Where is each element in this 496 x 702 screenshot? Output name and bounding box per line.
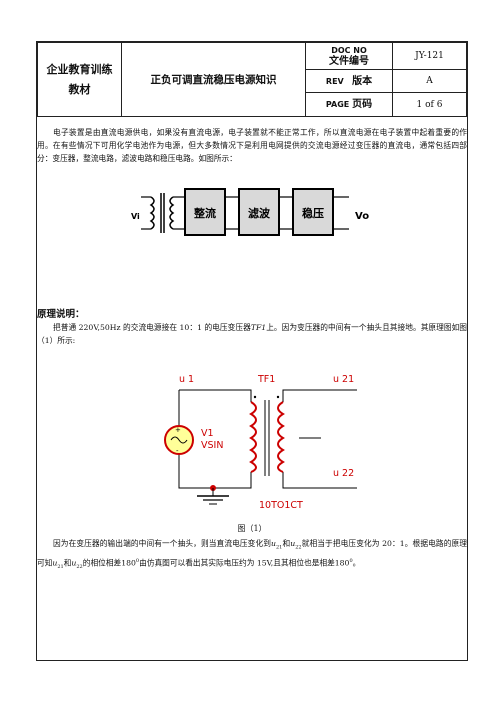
rectifier-block <box>184 188 226 236</box>
conclusion-paragraph: 因为在变压器的输出端的中间有一个抽头，则当直流电压变化到u21和u22就相当于把… <box>37 537 467 574</box>
conjunction-2: 和 <box>63 558 72 568</box>
doc-no-value: JY-121 <box>392 42 467 70</box>
document-page: 企业教育训练 教材 正负可调直流稳压电源知识 DOC NO 文件编号 JY-12… <box>36 41 468 661</box>
principle-tail: 上。因为变压器的中间有一个抽头且其接地。其原理图如图（1）所示: <box>37 323 467 345</box>
v1-label: V1 <box>201 428 214 439</box>
u22-symbol: u <box>290 539 296 548</box>
principle-tf1: TF1 <box>250 323 267 332</box>
conclusion-text-5: 。 <box>352 558 361 568</box>
u22-label: u 22 <box>333 468 354 479</box>
doc-no-label-cn: 文件编号 <box>329 56 369 67</box>
filter-block <box>238 188 280 236</box>
department-cell: 企业教育训练 教材 <box>37 42 122 117</box>
rev-label: REV <box>325 76 344 86</box>
u1-label: u 1 <box>179 374 194 385</box>
vsin-label: VSIN <box>201 440 223 451</box>
u21-symbol-2: u <box>52 558 58 568</box>
rectifier-label: 整流 <box>193 206 216 220</box>
conclusion-text-3: 的相位相差180 <box>82 558 136 568</box>
u21-subscript: 21 <box>276 544 283 551</box>
transformer-circuit-schematic: u 1 TF1 u 21 u 22 V1 VSIN 10TO1CT <box>164 374 357 511</box>
power-supply-block-diagram: Vi 整流 滤波 稳压 Vo <box>131 188 369 236</box>
u21-label: u 21 <box>333 374 354 385</box>
svg-text:+: + <box>175 426 181 434</box>
output-voltage-label: Vo <box>355 211 369 222</box>
document-header-table: 企业教育训练 教材 正负可调直流稳压电源知识 DOC NO 文件编号 JY-12… <box>37 42 467 117</box>
secondary-coil <box>277 401 285 473</box>
transformer-primary-coil <box>149 196 155 230</box>
u21-subscript-2: 21 <box>57 563 64 570</box>
rev-label-cell: REV 版本 <box>305 69 393 93</box>
figure-caption: 图（1） <box>237 524 267 533</box>
department-line2: 教材 <box>68 82 91 96</box>
rev-label-cn: 版本 <box>352 75 373 87</box>
conclusion-text-2: 就相当于把电压变化为 20：1。根据电路的原理可知 <box>37 539 467 568</box>
u22-subscript-2: 22 <box>76 563 83 570</box>
rev-value: A <box>392 69 467 93</box>
doc-no-label: DOC NO <box>331 46 367 55</box>
transformer-secondary-coil <box>169 196 175 230</box>
primary-coil <box>249 401 257 473</box>
u21-symbol: u <box>271 539 276 548</box>
tf1-label: TF1 <box>257 374 275 385</box>
conclusion-text-1: 因为在变压器的输出端的中间有一个抽头，则当直流电压变化到 <box>53 539 272 548</box>
intro-paragraph: 电子装置是由直流电源供电，如果没有直流电源，电子装置就不能正常工作，所以直流电源… <box>37 128 467 163</box>
conjunction-1: 和 <box>282 539 291 548</box>
principle-paragraph: 把普通 220V,50Hz 的交流电源接在 10：1 的电压变压器TF1上。因为… <box>37 321 467 347</box>
u22-symbol-2: u <box>71 558 77 568</box>
page-label-cn: 页码 <box>352 99 373 110</box>
regulator-label: 稳压 <box>302 206 324 220</box>
conclusion-text-4: 由仿真图可以看出其实际电压约为 15V,且其相位也是相差180 <box>139 558 350 568</box>
principle-text: 把普通 220V,50Hz 的交流电源接在 10：1 的电压变压器 <box>53 323 251 332</box>
input-voltage-label: Vi <box>131 212 140 221</box>
doc-no-label-cell: DOC NO 文件编号 <box>305 42 393 70</box>
section-heading: 原理说明： <box>37 309 85 320</box>
part-number-label: 10TO1CT <box>259 500 303 511</box>
department-line1: 企业教育训练 <box>46 62 113 76</box>
page-label-cell: PAGE 页码 <box>305 92 393 117</box>
u22-subscript: 22 <box>295 544 302 551</box>
page-value: 1 of 6 <box>392 92 467 117</box>
regulator-block <box>292 188 334 236</box>
degree-sup-2: 0 <box>349 557 353 564</box>
document-title: 正负可调直流稳压电源知识 <box>121 42 306 117</box>
page-label: PAGE <box>325 100 350 109</box>
filter-label: 滤波 <box>248 206 271 220</box>
degree-sup-1: 0 <box>135 557 140 564</box>
svg-text:-: - <box>176 447 179 455</box>
